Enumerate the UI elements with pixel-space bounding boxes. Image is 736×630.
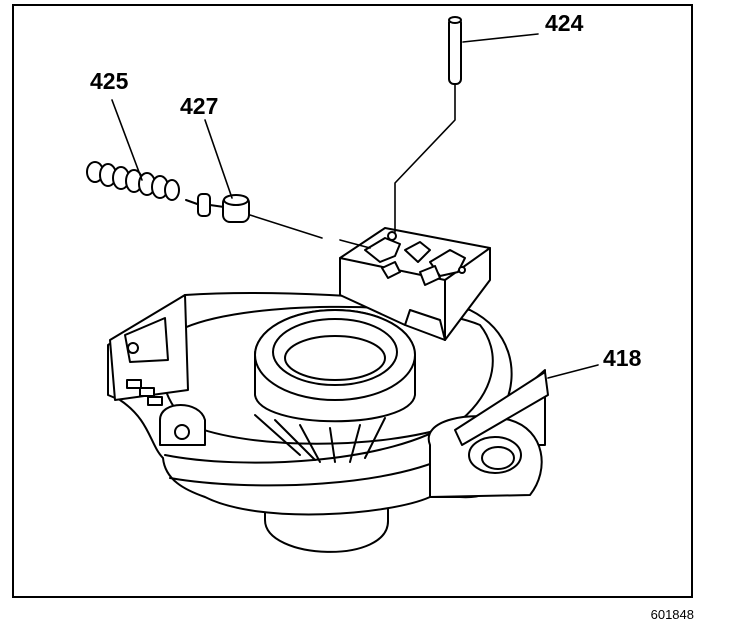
callout-pin: 424 xyxy=(545,10,584,36)
callout-housing: 418 xyxy=(603,345,642,371)
callout-spring: 425 xyxy=(90,68,129,94)
spring-425 xyxy=(86,161,180,201)
housing-418 xyxy=(107,227,549,553)
figure-id-number: 601848 xyxy=(650,607,694,622)
callout-valve: 427 xyxy=(180,93,219,119)
pin-424 xyxy=(394,16,462,233)
valve-427 xyxy=(185,193,371,249)
leader-lines xyxy=(111,33,599,379)
